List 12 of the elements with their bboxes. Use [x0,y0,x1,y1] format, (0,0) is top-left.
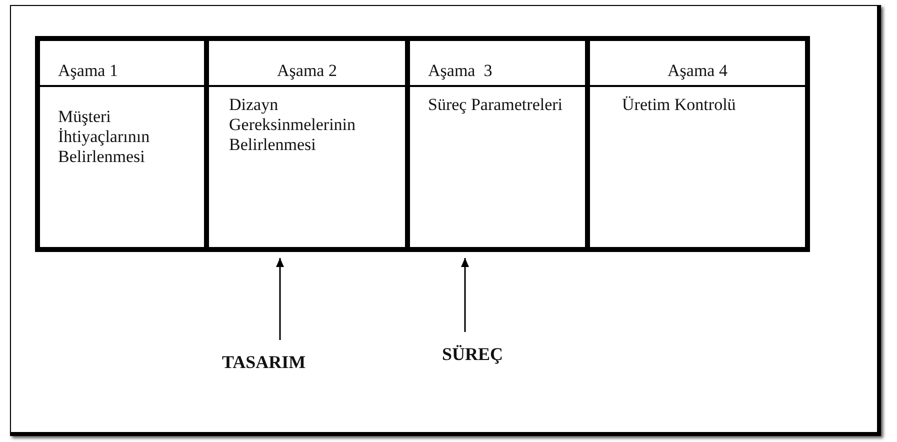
stage-heading: Aşama 1 [58,61,118,81]
stage-description: Süreç Parametreleri [427,94,564,115]
input-label: TASARIM [222,352,306,373]
input-label: SÜREÇ [442,344,504,365]
arrow [461,258,469,332]
stage-heading: Aşama 3 [428,61,492,81]
stage-description: Dizayn Gereksinmelerinin Belirlenmesi [228,94,357,155]
stage-heading: Aşama 2 [277,61,337,81]
arrow [276,258,284,340]
stage-description: Üretim Kontrolü [621,94,737,115]
stage-heading: Aşama 4 [668,61,728,81]
stage-description: Müşteri İhtiyaçlarının Belirlenmesi [57,106,151,167]
